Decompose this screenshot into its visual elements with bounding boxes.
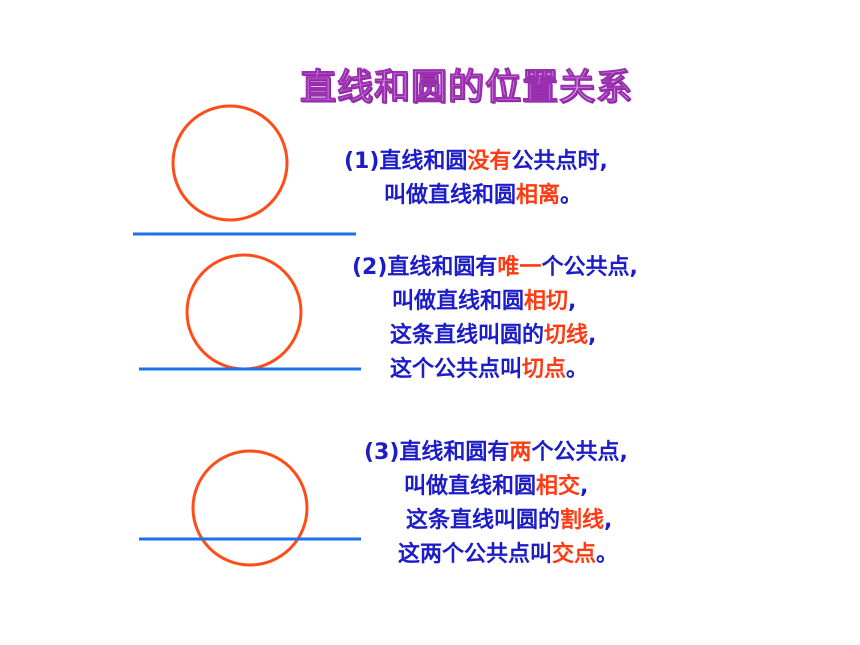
case1-text: (1)直线和圆没有公共点时, 叫做直线和圆相离。 [344, 145, 608, 213]
case3-line-1: (3)直线和圆有两个公共点, [364, 436, 628, 470]
case3-line-3: 这条直线叫圆的割线, [364, 504, 628, 538]
text-segment: , [604, 508, 613, 533]
text-segment: , [568, 289, 577, 314]
case2-line-4: 这个公共点叫切点。 [352, 353, 638, 387]
highlight-term: 交点 [552, 542, 597, 567]
text-segment: 个公共点, [541, 255, 638, 280]
highlight-term: 相交 [536, 474, 581, 499]
case3-line-2: 叫做直线和圆相交, [364, 470, 628, 504]
text-segment: 。 [566, 357, 589, 382]
highlight-term: 没有 [467, 149, 512, 174]
text-segment: 这条直线叫圆的 [406, 508, 561, 533]
highlight-term: 唯一 [497, 255, 542, 280]
highlight-term: 切线 [544, 323, 589, 348]
case1-line-2: 叫做直线和圆相离。 [344, 179, 608, 213]
text-segment: , [580, 474, 589, 499]
highlight-term: 两 [509, 440, 532, 465]
highlight-term: 相切 [524, 289, 569, 314]
case2-line-2: 叫做直线和圆相切, [352, 285, 638, 319]
text-segment: 这两个公共点叫 [398, 542, 553, 567]
text-segment: 这条直线叫圆的 [390, 323, 545, 348]
text-segment: 个公共点, [531, 440, 628, 465]
case3-line-4: 这两个公共点叫交点。 [364, 538, 628, 572]
highlight-term: 切点 [522, 357, 567, 382]
page-title: 直线和圆的位置关系 [299, 67, 634, 109]
circle-intersect [191, 449, 309, 567]
highlight-term: 割线 [560, 508, 605, 533]
case2-line-3: 这条直线叫圆的切线, [352, 319, 638, 353]
text-segment: 公共点时, [511, 149, 608, 174]
text-segment: 叫做直线和圆 [384, 183, 517, 208]
case3-text: (3)直线和圆有两个公共点, 叫做直线和圆相交, 这条直线叫圆的割线, 这两个公… [364, 436, 628, 572]
text-segment: (1)直线和圆 [344, 149, 468, 174]
text-segment: 。 [560, 183, 583, 208]
text-segment: 叫做直线和圆 [392, 289, 525, 314]
text-segment: 叫做直线和圆 [404, 474, 537, 499]
highlight-term: 相离 [516, 183, 561, 208]
case1-line-1: (1)直线和圆没有公共点时, [344, 145, 608, 179]
case2-line-1: (2)直线和圆有唯一个公共点, [352, 251, 638, 285]
circle-separate [171, 104, 289, 222]
text-segment: , [588, 323, 597, 348]
text-segment: 这个公共点叫 [390, 357, 523, 382]
text-segment: (2)直线和圆有 [352, 255, 498, 280]
case2-text: (2)直线和圆有唯一个公共点, 叫做直线和圆相切, 这条直线叫圆的切线, 这个公… [352, 251, 638, 387]
text-segment: 。 [596, 542, 619, 567]
circle-tangent [185, 253, 303, 371]
text-segment: (3)直线和圆有 [364, 440, 510, 465]
